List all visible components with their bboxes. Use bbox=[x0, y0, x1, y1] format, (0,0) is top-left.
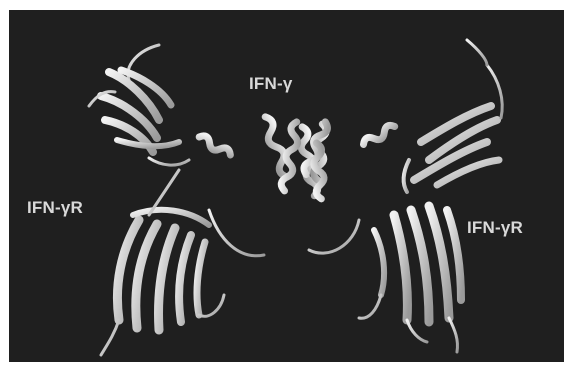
ifn-gamma-label: IFN-γ bbox=[249, 74, 293, 94]
structure-image: IFN-γ IFN-γR IFN-γR bbox=[9, 10, 564, 362]
left-receptor-upper-domain bbox=[89, 45, 189, 165]
left-receptor-label: IFN-γR bbox=[27, 198, 83, 218]
ifn-gamma-right-helices bbox=[280, 120, 397, 253]
right-receptor-upper-domain bbox=[404, 40, 503, 192]
right-receptor-lower-domain bbox=[359, 206, 461, 352]
right-receptor-label: IFN-γR bbox=[467, 218, 523, 238]
protein-ribbon-diagram bbox=[9, 10, 564, 362]
left-receptor-lower-domain bbox=[101, 170, 224, 355]
ifn-gamma-left-helices bbox=[197, 115, 327, 256]
